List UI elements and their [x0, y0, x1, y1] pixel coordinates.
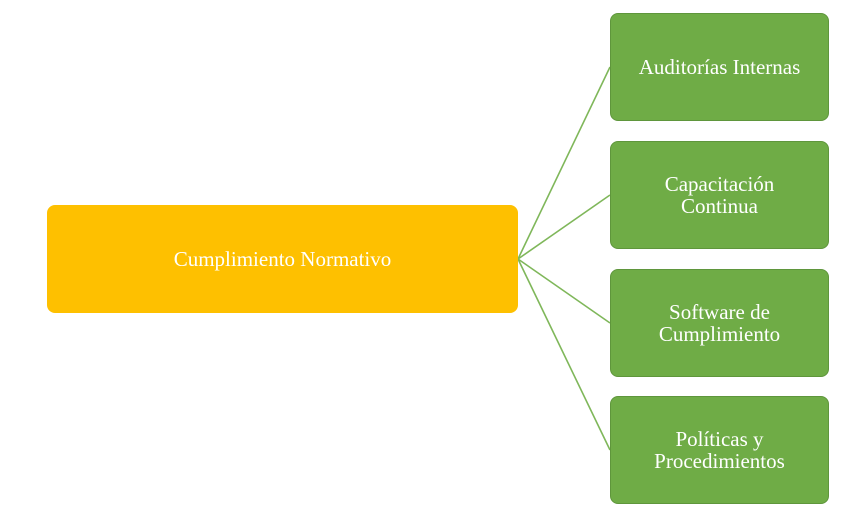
child-node-politicas-y-procedimientos: Políticas y Procedimientos — [610, 396, 829, 504]
child-node-label: Capacitación Continua — [664, 171, 775, 218]
child-node-auditorias-internas: Auditorías Internas — [610, 13, 829, 121]
child-node-label: Software de Cumplimiento — [658, 299, 781, 346]
connector-software — [517, 258, 611, 324]
connector-capacitacion — [517, 194, 611, 260]
connector-politicas — [517, 258, 611, 451]
root-node: Cumplimiento Normativo — [47, 205, 518, 313]
child-node-label: Políticas y Procedimientos — [654, 426, 785, 473]
child-node-label: Auditorías Internas — [638, 54, 801, 79]
child-node-capacitacion-continua: Capacitación Continua — [610, 141, 829, 249]
connector-auditorias — [517, 66, 611, 260]
root-node-label: Cumplimiento Normativo — [173, 246, 392, 271]
child-node-software-de-cumplimiento: Software de Cumplimiento — [610, 269, 829, 377]
